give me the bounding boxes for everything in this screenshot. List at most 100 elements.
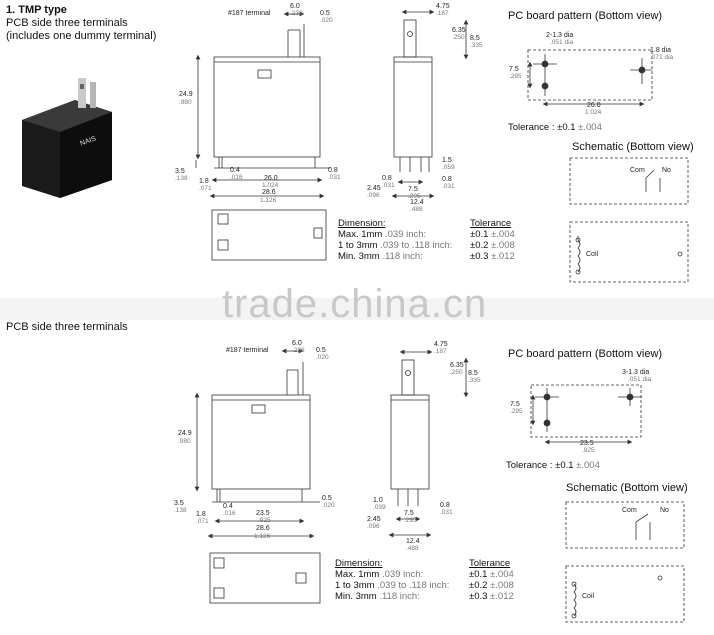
dim-28-6-in: 1.126 [260, 197, 277, 204]
dim-0-8b-in: .031 [382, 182, 395, 189]
b-dim-24-9-in: .980 [178, 438, 191, 445]
schematic-title-bottom: Schematic (Bottom view) [566, 482, 688, 494]
b-dim-8-5: 8.5 [468, 370, 478, 377]
dim-24-9: 24.9 [179, 91, 193, 98]
b-dim-0-4-in: .016 [223, 510, 236, 517]
dim-7-5-in: .295 [408, 193, 421, 200]
bottom-outline-top [211, 209, 327, 261]
schematic-no-bottom: No [660, 507, 669, 514]
schematic-coil-top: Coil [586, 251, 599, 258]
watermark-band [0, 298, 714, 320]
b-dim-4-75: 4.75 [434, 341, 448, 348]
front-view-top [195, 11, 330, 199]
dim-6-0-in: .236 [290, 10, 303, 17]
b-dim-28-6-in: 1.126 [254, 533, 271, 540]
b-dim-2-45: 2.45 [367, 516, 381, 523]
b-dim-23-5-in: .925 [258, 517, 271, 524]
b-dim-6-0-in: .236 [292, 347, 305, 354]
front-view-bottom [194, 348, 320, 539]
b-dim-12-4: 12.4 [406, 538, 420, 545]
dim-8-5: 8.5 [470, 35, 480, 42]
pcb-hole2-in: .071 dia [650, 54, 674, 61]
dim-3-5-in: .138 [175, 175, 188, 182]
b-dim-28-6: 28.6 [256, 525, 270, 532]
section-subtitle: PCB side three terminals [6, 17, 128, 29]
dim-2-45-in: .096 [367, 192, 380, 199]
b-dim-7-5-in: .295 [404, 517, 417, 524]
dim-24-9-in: .980 [179, 99, 192, 106]
bottom-outline-bottom [209, 552, 321, 604]
b-pcb-dim-7-5: 7.5 [510, 401, 520, 408]
dim-1-8-in: .071 [199, 185, 212, 192]
b-dim-7-5: 7.5 [404, 510, 414, 517]
dim-8-5-in: .335 [470, 42, 483, 49]
dim-0-8b: 0.8 [382, 175, 392, 182]
section-subtitle-note: (includes one dummy terminal) [6, 30, 157, 42]
schematic-bottom [565, 501, 685, 623]
pcb-hole1: 2-1.3 dia [546, 32, 574, 39]
dim-0-4-in: .016 [230, 174, 243, 181]
schematic-title-top: Schematic (Bottom view) [572, 141, 694, 153]
pcb-dim-7-5-in: .295 [509, 73, 522, 80]
b-pcb-dim-7-5-in: .295 [510, 408, 523, 415]
pcb-pattern-bottom [530, 384, 642, 445]
b-dim-24-9: 24.9 [178, 430, 192, 437]
b-dim-0-5b: 0.5 [322, 495, 332, 502]
dim-6-35-in: .250 [452, 34, 465, 41]
b-pcb-hole-in: .051 dia [628, 376, 652, 383]
dim-0-8c-in: .031 [442, 183, 455, 190]
schematic-no-top: No [662, 167, 671, 174]
side-view-top [391, 9, 469, 199]
pcb-dim-7-5: 7.5 [509, 66, 519, 73]
dim-26-0: 26.0 [264, 175, 278, 182]
section-subtitle-bottom: PCB side three terminals [6, 321, 128, 333]
dim-12-4: 12.4 [410, 199, 424, 206]
b-dim-0-8: 0.8 [440, 502, 450, 509]
dim-4-75: 4.75 [436, 3, 450, 10]
b-dim-8-5-in: .335 [468, 377, 481, 384]
b-pcb-hole: 3-1.3 dia [622, 369, 650, 376]
pcb-hole2: 1.8 dia [650, 47, 672, 54]
pcb-dim-26-0: 26.0 [587, 102, 601, 109]
schematic-com-top: Com [630, 167, 645, 174]
dim-2-45: 2.45 [367, 185, 381, 192]
b-dim-1-8-in: .071 [196, 518, 209, 525]
schematic-top [569, 157, 689, 283]
relay-photo [22, 78, 112, 198]
section-title: 1. TMP type [6, 4, 67, 16]
pcb-tolerance-bottom: Tolerance : ±0.1 ±.004 [506, 460, 600, 471]
b-dim-0-5-in: .020 [316, 354, 329, 361]
b-dim-2-45-in: .096 [367, 523, 380, 530]
dim-6-35: 6.35 [452, 27, 466, 34]
dim-6-0: 6.0 [290, 3, 300, 10]
b-dim-6-35-in: .250 [450, 369, 463, 376]
pcb-title-top: PC board pattern (Bottom view) [508, 10, 663, 22]
dim-26-0-in: 1.024 [262, 182, 279, 189]
dim-0-8: 0.8 [328, 167, 338, 174]
dim-7-5: 7.5 [408, 186, 418, 193]
b-dim-1-0-in: .039 [373, 504, 386, 511]
dim-12-4-in: .488 [410, 206, 423, 213]
b-dim-0-5b-in: .020 [322, 502, 335, 509]
side-view-bottom [388, 349, 469, 538]
pcb-title-bottom: PC board pattern (Bottom view) [508, 348, 663, 360]
b-dim-12-4-in: .488 [406, 545, 419, 552]
dim-1-5-in: .059 [442, 164, 455, 171]
terminal-label-top: #187 terminal [228, 10, 271, 17]
dim-0-8c: 0.8 [442, 176, 452, 183]
b-dim-0-5: 0.5 [316, 347, 326, 354]
b-pcb-dim-23-5: 23.5 [580, 440, 594, 447]
b-dim-3-5: 3.5 [174, 500, 184, 507]
dim-0-4: 0.4 [230, 167, 240, 174]
b-dim-3-5-in: .138 [174, 507, 187, 514]
b-dim-6-35: 6.35 [450, 362, 464, 369]
b-dim-6-0: 6.0 [292, 340, 302, 347]
dim-28-6: 28.6 [262, 189, 276, 196]
b-pcb-dim-23-5-in: .925 [582, 447, 595, 454]
dim-3-5: 3.5 [175, 168, 185, 175]
dim-4-75-in: .187 [436, 10, 449, 17]
dim-0-5: 0.5 [320, 10, 330, 17]
b-dim-4-75-in: .187 [434, 348, 447, 355]
dim-1-5: 1.5 [442, 157, 452, 164]
